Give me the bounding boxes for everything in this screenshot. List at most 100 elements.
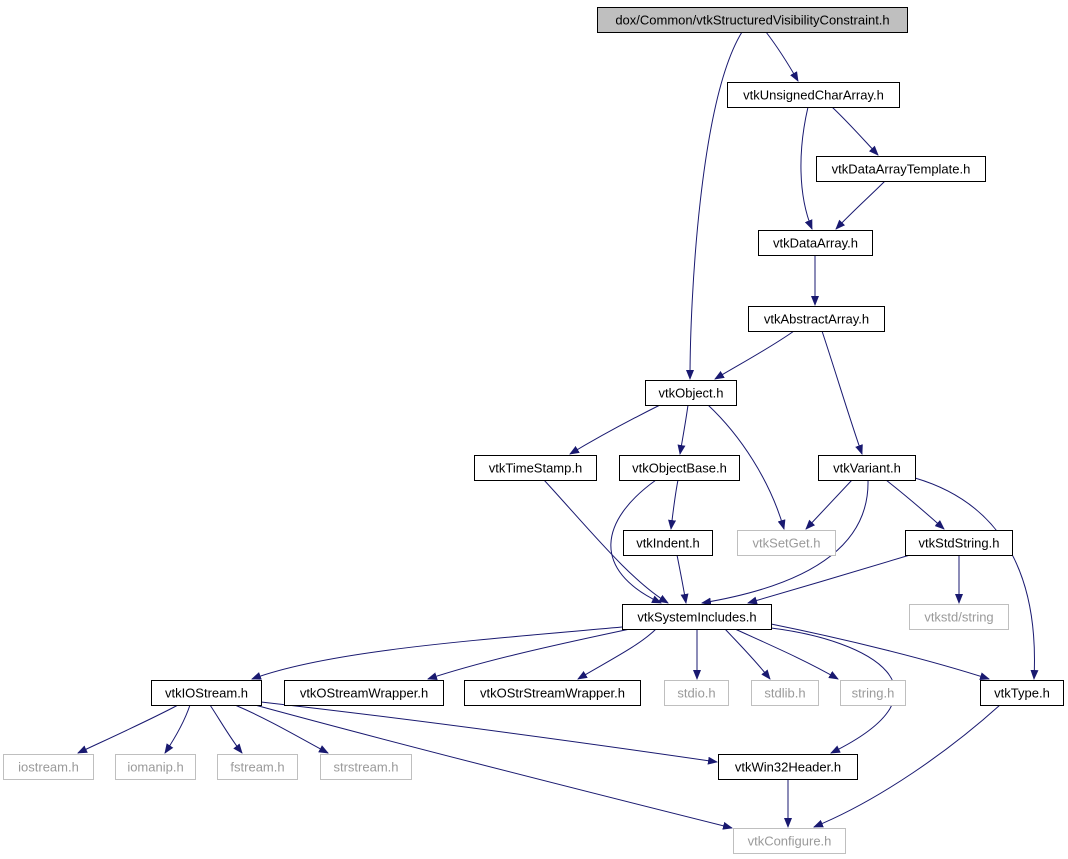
edge-objbase-to-indent bbox=[668, 479, 679, 530]
node-box bbox=[284, 680, 444, 706]
edge-type-to-configure bbox=[813, 704, 1001, 828]
edge-iostreamh-to-configure bbox=[254, 704, 733, 830]
node-label: vtkTimeStamp.h bbox=[489, 461, 582, 476]
node-root[interactable]: dox/Common/vtkStructuredVisibilityConstr… bbox=[597, 7, 908, 33]
node-indent[interactable]: vtkIndent.h bbox=[623, 530, 713, 556]
node-strstream: strstream.h bbox=[320, 754, 412, 780]
edge-indent-to-sysinc bbox=[676, 554, 689, 604]
node-label: vtkUnsignedCharArray.h bbox=[743, 88, 884, 103]
node-ostreamw[interactable]: vtkOStreamWrapper.h bbox=[284, 680, 444, 706]
node-box bbox=[737, 530, 836, 556]
node-box bbox=[3, 754, 94, 780]
edge-object-to-setget bbox=[707, 404, 786, 530]
node-iomanip: iomanip.h bbox=[115, 754, 196, 780]
edge-iostreamh-to-iostream bbox=[77, 704, 179, 754]
node-box bbox=[905, 530, 1013, 556]
node-box bbox=[151, 680, 262, 706]
edges bbox=[77, 31, 1039, 830]
node-label: dox/Common/vtkStructuredVisibilityConstr… bbox=[615, 13, 889, 28]
edge-object-to-timestamp bbox=[569, 404, 661, 455]
node-label: vtkOStreamWrapper.h bbox=[300, 686, 428, 701]
node-box bbox=[320, 754, 412, 780]
edge-variant-to-setget bbox=[805, 479, 853, 530]
node-objbase[interactable]: vtkObjectBase.h bbox=[619, 455, 740, 481]
node-label: vtkstd/string bbox=[924, 610, 993, 625]
node-label: vtkOStrStreamWrapper.h bbox=[480, 686, 625, 701]
edge-datatmpl-to-dataarray bbox=[835, 180, 886, 230]
node-box bbox=[474, 455, 597, 481]
node-label: vtkDataArrayTemplate.h bbox=[832, 162, 971, 177]
node-label: vtkVariant.h bbox=[833, 461, 901, 476]
node-label: vtkSetGet.h bbox=[753, 536, 821, 551]
node-stdio: stdio.h bbox=[664, 680, 729, 706]
node-box bbox=[217, 754, 298, 780]
node-box bbox=[840, 680, 906, 706]
node-box bbox=[464, 680, 641, 706]
node-sysinc[interactable]: vtkSystemIncludes.h bbox=[622, 604, 772, 630]
edge-sysinc-to-ostreamw bbox=[427, 628, 631, 681]
node-ucarray[interactable]: vtkUnsignedCharArray.h bbox=[727, 82, 900, 108]
edge-root-to-object bbox=[686, 31, 743, 380]
edge-iostreamh-to-iomanip bbox=[164, 704, 191, 754]
node-dataarray[interactable]: vtkDataArray.h bbox=[758, 230, 873, 256]
edge-object-to-objbase bbox=[677, 404, 689, 455]
node-string: string.h bbox=[840, 680, 906, 706]
node-stdlib: stdlib.h bbox=[751, 680, 819, 706]
node-win32[interactable]: vtkWin32Header.h bbox=[718, 754, 858, 780]
node-label: iostream.h bbox=[18, 760, 79, 775]
edge-abstract-to-variant bbox=[821, 330, 863, 455]
node-label: vtkObject.h bbox=[658, 386, 723, 401]
node-timestamp[interactable]: vtkTimeStamp.h bbox=[474, 455, 597, 481]
node-label: iomanip.h bbox=[127, 760, 183, 775]
nodes: dox/Common/vtkStructuredVisibilityConstr… bbox=[3, 7, 1064, 854]
node-label: stdlib.h bbox=[764, 686, 805, 701]
edge-sysinc-to-ostrstreamw bbox=[577, 628, 657, 680]
node-box bbox=[758, 230, 873, 256]
node-label: vtkDataArray.h bbox=[773, 236, 858, 251]
node-object[interactable]: vtkObject.h bbox=[645, 380, 737, 406]
edge-ucarray-to-dataarray bbox=[800, 106, 813, 230]
node-box bbox=[748, 306, 885, 332]
edge-stdstring-to-sysinc bbox=[747, 554, 911, 605]
node-label: vtkAbstractArray.h bbox=[764, 312, 869, 327]
node-box bbox=[818, 455, 916, 481]
node-iostream: iostream.h bbox=[3, 754, 94, 780]
edge-variant-to-type bbox=[914, 477, 1039, 680]
node-fstream: fstream.h bbox=[217, 754, 298, 780]
node-label: string.h bbox=[852, 686, 895, 701]
node-label: vtkWin32Header.h bbox=[735, 760, 841, 775]
node-label: stdio.h bbox=[677, 686, 715, 701]
edge-iostreamh-to-win32 bbox=[260, 701, 718, 765]
edge-sysinc-to-type bbox=[770, 623, 990, 681]
node-box bbox=[664, 680, 729, 706]
node-iostreamh[interactable]: vtkIOStream.h bbox=[151, 680, 262, 706]
edge-root-to-ucarray bbox=[765, 31, 799, 82]
node-label: vtkSystemIncludes.h bbox=[637, 610, 756, 625]
node-box bbox=[727, 82, 900, 108]
node-label: strstream.h bbox=[333, 760, 398, 775]
node-box bbox=[619, 455, 740, 481]
edge-iostreamh-to-strstream bbox=[234, 704, 329, 754]
node-ostrstreamw[interactable]: vtkOStrStreamWrapper.h bbox=[464, 680, 641, 706]
node-box bbox=[645, 380, 737, 406]
node-stdstring[interactable]: vtkStdString.h bbox=[905, 530, 1013, 556]
node-abstract[interactable]: vtkAbstractArray.h bbox=[748, 306, 885, 332]
node-label: vtkConfigure.h bbox=[748, 834, 832, 849]
node-variant[interactable]: vtkVariant.h bbox=[818, 455, 916, 481]
edge-sysinc-to-stdlib bbox=[724, 628, 771, 680]
node-vtkstdstr: vtkstd/string bbox=[909, 604, 1009, 630]
edge-ucarray-to-datatmpl bbox=[831, 106, 879, 156]
node-datatmpl[interactable]: vtkDataArrayTemplate.h bbox=[816, 156, 986, 182]
edge-iostreamh-to-fstream bbox=[209, 704, 243, 754]
node-box bbox=[597, 7, 908, 33]
edge-objbase-to-sysinc bbox=[610, 479, 662, 604]
node-box bbox=[816, 156, 986, 182]
node-type[interactable]: vtkType.h bbox=[980, 680, 1064, 706]
edge-sysinc-to-string bbox=[734, 628, 839, 680]
edge-abstract-to-object bbox=[714, 330, 795, 380]
node-label: vtkIOStream.h bbox=[165, 686, 248, 701]
node-box bbox=[718, 754, 858, 780]
node-label: vtkStdString.h bbox=[919, 536, 1000, 551]
edge-variant-to-stdstring bbox=[885, 479, 945, 530]
edge-sysinc-to-iostreamh bbox=[251, 626, 623, 680]
